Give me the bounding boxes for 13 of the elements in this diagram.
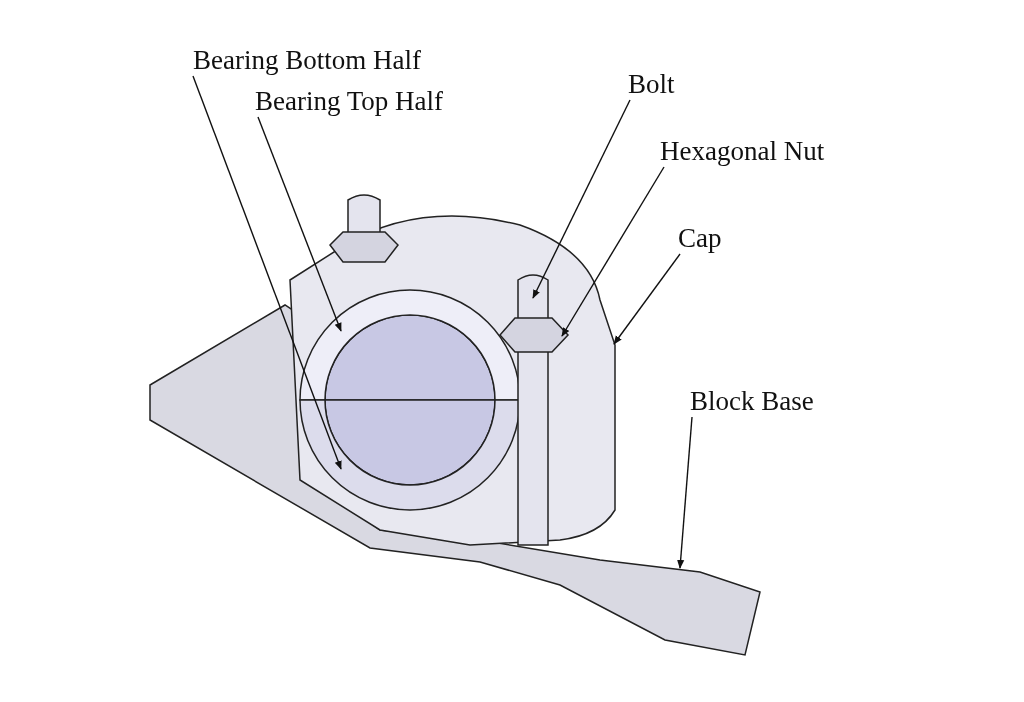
leader-line (561, 166, 665, 337)
block-base (149, 304, 761, 656)
leader-line (613, 253, 681, 345)
part-label: Bolt (628, 68, 675, 100)
leader-line (257, 116, 342, 332)
leader-line (677, 416, 693, 569)
leader-line (532, 99, 631, 299)
leader-line (192, 75, 342, 470)
part-label: Block Base (690, 385, 814, 417)
part-label: Bearing Top Half (255, 85, 444, 117)
part-label: Bearing Bottom Half (193, 44, 421, 76)
part-label: Cap (678, 222, 722, 254)
part-label: Hexagonal Nut (660, 135, 825, 167)
